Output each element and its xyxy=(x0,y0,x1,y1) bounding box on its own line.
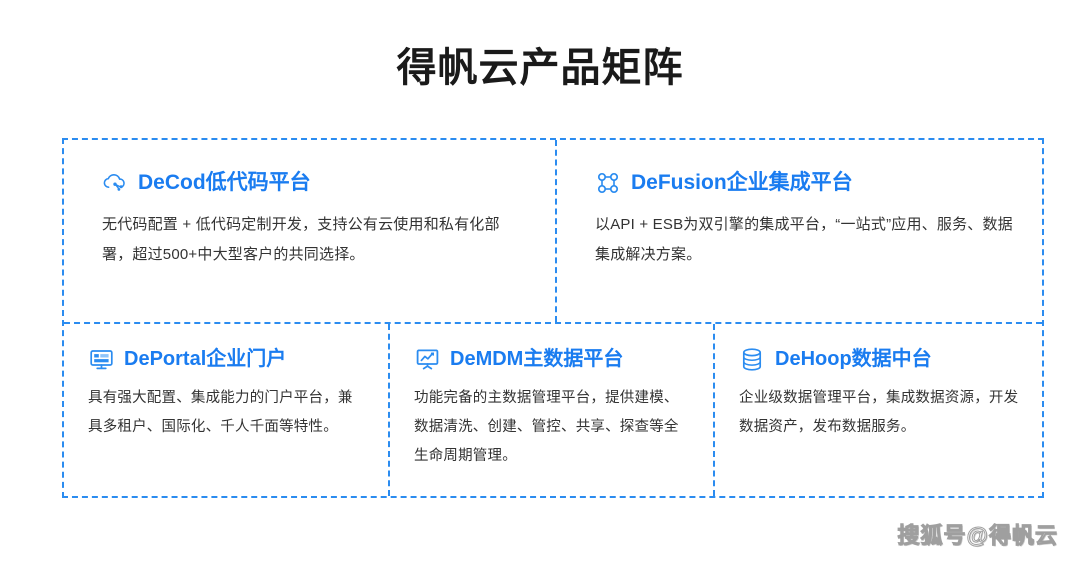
product-description: 具有强大配置、集成能力的门户平台，兼具多租户、国际化、千人千面等特性。 xyxy=(88,390,353,435)
product-description: 以API + ESB为双引擎的集成平台，“一站式”应用、服务、数据集成解决方案。 xyxy=(595,216,1013,263)
product-title: DeFusion企业集成平台 xyxy=(631,171,853,195)
card-header: DeCod低代码平台 xyxy=(102,170,529,196)
network-nodes-icon xyxy=(595,170,621,196)
page-title: 得帆云产品矩阵 xyxy=(396,46,684,90)
presentation-chart-icon xyxy=(414,346,440,372)
product-title: DeCod低代码平台 xyxy=(138,171,311,195)
matrix-row-bottom: DePortal企业门户 具有强大配置、集成能力的门户平台，兼具多租户、国际化、… xyxy=(64,322,1042,496)
product-title: DeHoop数据中台 xyxy=(775,348,932,370)
product-card-deportal[interactable]: DePortal企业门户 具有强大配置、集成能力的门户平台，兼具多租户、国际化、… xyxy=(64,324,388,496)
database-icon xyxy=(739,346,765,372)
product-card-demdm[interactable]: DeMDM主数据平台 功能完备的主数据管理平台，提供建模、数据清洗、创建、管控、… xyxy=(388,324,713,496)
monitor-portal-icon xyxy=(88,346,114,372)
product-description: 企业级数据管理平台，集成数据资源，开发数据资产，发布数据服务。 xyxy=(739,390,1019,435)
product-title: DePortal企业门户 xyxy=(124,348,287,370)
watermark: 搜狐号@得帆云 xyxy=(897,523,1058,549)
product-title: DeMDM主数据平台 xyxy=(450,348,624,370)
product-card-dehoop[interactable]: DeHoop数据中台 企业级数据管理平台，集成数据资源，开发数据资产，发布数据服… xyxy=(713,324,1042,496)
product-card-decod[interactable]: DeCod低代码平台 无代码配置 + 低代码定制开发，支持公有云使用和私有化部署… xyxy=(64,140,555,322)
product-card-defusion[interactable]: DeFusion企业集成平台 以API + ESB为双引擎的集成平台，“一站式”… xyxy=(555,140,1042,322)
card-header: DeMDM主数据平台 xyxy=(414,346,691,372)
product-matrix: DeCod低代码平台 无代码配置 + 低代码定制开发，支持公有云使用和私有化部署… xyxy=(62,138,1044,498)
product-description: 功能完备的主数据管理平台，提供建模、数据清洗、创建、管控、共享、探查等全生命周期… xyxy=(414,390,679,464)
card-header: DePortal企业门户 xyxy=(88,346,366,372)
matrix-row-top: DeCod低代码平台 无代码配置 + 低代码定制开发，支持公有云使用和私有化部署… xyxy=(64,140,1042,322)
card-header: DeFusion企业集成平台 xyxy=(595,170,1016,196)
product-description: 无代码配置 + 低代码定制开发，支持公有云使用和私有化部署，超过500+中大型客… xyxy=(102,216,500,263)
card-header: DeHoop数据中台 xyxy=(739,346,1020,372)
cloud-share-icon xyxy=(102,170,128,196)
